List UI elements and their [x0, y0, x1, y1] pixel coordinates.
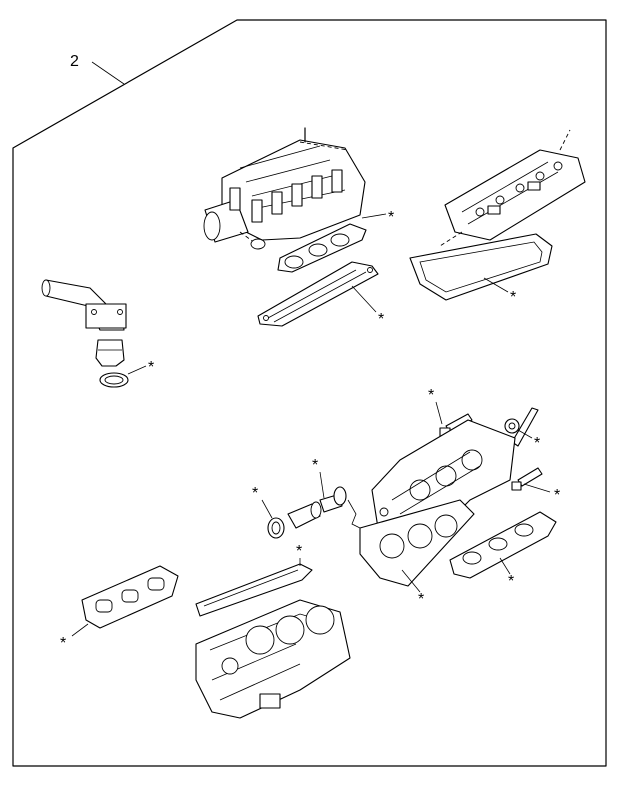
seal-ring	[267, 517, 285, 539]
intake-lower-gasket	[257, 261, 379, 327]
cylinder-head-gasket	[359, 499, 475, 587]
stud-bolt-lower	[511, 467, 543, 491]
callout-number-label: 2	[70, 53, 79, 70]
asterisk-marker-thermostat-gasket: *	[148, 359, 154, 376]
valve-cover-gasket	[409, 233, 553, 301]
asterisk-marker-coolant-sensor: *	[312, 457, 318, 474]
asterisk-markers: * * * * * * * * * * * * *	[60, 209, 560, 652]
cylinder-head	[371, 419, 516, 541]
asterisk-marker-stud-bolt-lower: *	[554, 487, 560, 504]
cylinder-block	[195, 599, 351, 719]
exhaust-manifold-gasket-left	[81, 565, 179, 629]
valve-cover	[439, 129, 586, 247]
water-outlet-pipe	[41, 279, 127, 331]
asterisk-marker-intake-lower-gasket: *	[378, 311, 384, 328]
asterisk-marker-exhaust-gasket-left: *	[60, 635, 66, 652]
kit-boundary-frame	[12, 19, 607, 767]
asterisk-marker-exhaust-gasket-right: *	[508, 573, 514, 590]
asterisk-marker-intake-gasket: *	[388, 209, 394, 226]
asterisk-marker-block-gasket: *	[296, 543, 302, 560]
asterisk-marker-seal-ring: *	[252, 485, 258, 502]
cylinder-block-gasket	[195, 563, 313, 617]
intake-manifold	[203, 127, 366, 250]
hex-nut	[504, 418, 520, 434]
asterisk-marker-head-gasket: *	[418, 591, 424, 608]
asterisk-marker-valve-cover-gasket: *	[510, 289, 516, 306]
assembly-leader-line	[347, 499, 361, 529]
stud-bolt-right	[511, 407, 539, 447]
asterisk-marker-hex-nut: *	[534, 435, 540, 452]
asterisk-marker-stud-bolt-upper: *	[428, 387, 434, 404]
thermostat-gasket	[99, 372, 129, 388]
callout-leader-line	[91, 61, 125, 85]
exhaust-manifold-gasket-right	[449, 511, 557, 579]
sensor-o-ring	[333, 486, 347, 506]
intake-manifold-gasket	[277, 223, 367, 273]
thermostat	[95, 339, 125, 367]
